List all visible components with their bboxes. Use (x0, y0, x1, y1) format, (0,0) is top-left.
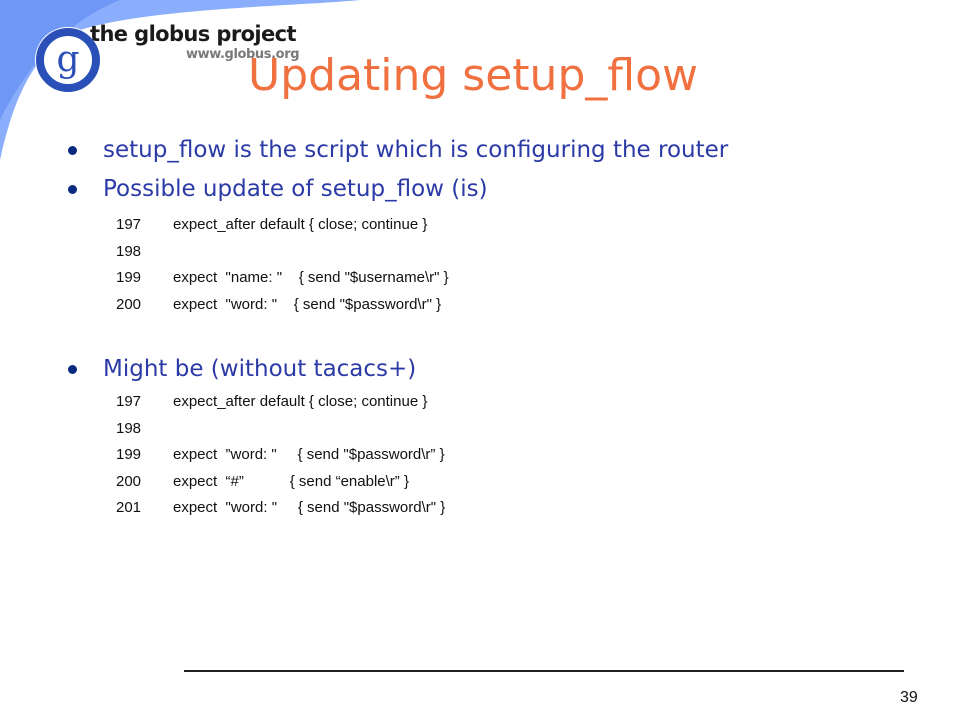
line-number: 199 (116, 269, 142, 287)
code-text: expect “#” { send “enable\r” } (173, 472, 409, 490)
logo-letter: g (56, 39, 79, 80)
line-number: 199 (116, 446, 142, 464)
line-number: 197 (116, 393, 142, 410)
page-number: 39 (900, 689, 918, 706)
bullet-dot-icon (68, 146, 77, 155)
code-text: expect "word: " { send "$password\r" } (173, 499, 446, 517)
slide-title: Updating setup_flow (248, 50, 698, 101)
code-block-current: 197 expect_after default { close; contin… (116, 212, 856, 318)
line-number: 200 (116, 472, 142, 490)
code-line: 200 expect “#” { send “enable\r” } (116, 469, 856, 496)
logo-url-text: www.globus.org (186, 47, 300, 62)
bullet-item: Possible update of setup_flow (is) (68, 171, 928, 207)
line-number: 200 (116, 295, 142, 313)
globus-g-icon: g (35, 27, 101, 93)
bullet-dot-icon (68, 365, 77, 374)
code-line: 198 (116, 239, 856, 266)
code-block-proposed: 197 expect_after default { close; contin… (116, 389, 856, 522)
code-line: 199 expect "name: " { send "$username\r"… (116, 265, 856, 292)
logo-name-text: the globus project (90, 22, 297, 46)
corner-swoosh-decoration (0, 0, 360, 160)
bullet-text: Might be (without tacacs+) (103, 356, 417, 382)
code-text: expect "word: " { send "$password\r" } (173, 295, 442, 313)
code-text: expect_after default { close; continue } (173, 216, 428, 233)
footer-divider (184, 670, 904, 672)
code-line: 199 expect ”word: " { send "$password\r”… (116, 442, 856, 469)
code-text: expect "name: " { send "$username\r" } (173, 269, 449, 287)
bullet-text: setup_flow is the script which is config… (103, 137, 729, 163)
globus-logo: g the globus project www.globus.org (34, 14, 304, 100)
code-text: expect_after default { close; continue } (173, 393, 428, 410)
line-number: 198 (116, 419, 142, 437)
line-number: 197 (116, 216, 142, 233)
code-line: 197 expect_after default { close; contin… (116, 389, 856, 416)
code-line: 200 expect "word: " { send "$password\r"… (116, 292, 856, 319)
line-number: 198 (116, 242, 142, 260)
code-line: 198 (116, 416, 856, 443)
bullet-text: Possible update of setup_flow (is) (103, 176, 488, 202)
code-line: 197 expect_after default { close; contin… (116, 212, 856, 239)
bullet-item: Might be (without tacacs+) (68, 351, 928, 387)
code-text: expect ”word: " { send "$password\r” } (173, 446, 445, 464)
line-number: 201 (116, 499, 142, 517)
code-line: 201 expect "word: " { send "$password\r"… (116, 495, 856, 522)
bullet-dot-icon (68, 185, 77, 194)
bullet-item: setup_flow is the script which is config… (68, 132, 928, 168)
